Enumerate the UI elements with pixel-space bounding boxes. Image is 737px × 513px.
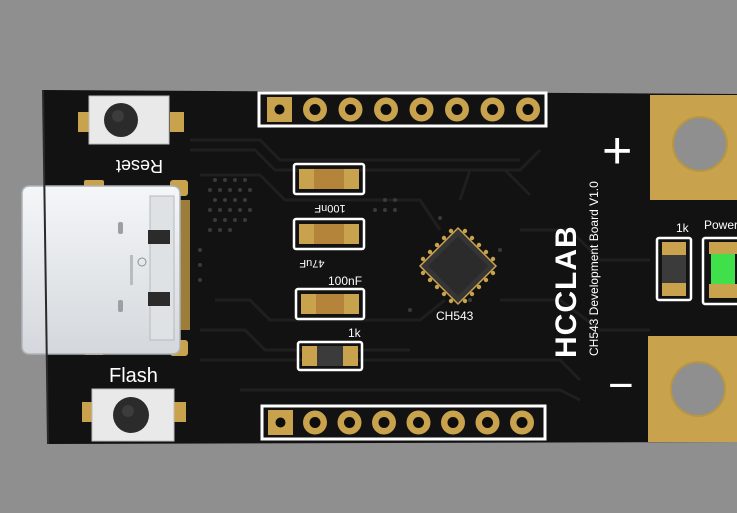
r2-label: 1k (676, 221, 690, 235)
header-pin-hole (516, 417, 528, 428)
header-pin-hole (447, 417, 459, 428)
brand-logo: HCCLAB (550, 225, 583, 358)
resistor-r1 (296, 340, 364, 372)
reset-label: Reset (116, 156, 163, 176)
board-title: CH543 Development Board V1.0 (587, 181, 601, 356)
negative-mark: − (608, 361, 634, 410)
chip-pin (490, 256, 496, 262)
chip-pin (441, 235, 447, 241)
chip-pin (420, 256, 426, 262)
c2-label: 47uF (299, 257, 324, 269)
chip-pin (469, 291, 475, 297)
flash-button[interactable] (82, 388, 186, 442)
reset-button[interactable] (78, 95, 184, 145)
chip-pin (476, 242, 482, 248)
positive-mark: + (602, 122, 632, 180)
header-pin-hole (413, 417, 424, 428)
pcb-board (43, 90, 737, 444)
header-pin-hole (522, 104, 534, 115)
header-pin-hole (309, 104, 321, 115)
copper-traces (190, 138, 650, 402)
negative-power-pad (648, 336, 737, 442)
capacitor-c2 (292, 217, 366, 251)
chip-pin (427, 249, 433, 255)
header-pin-hole (482, 417, 493, 428)
header-pin-hole (416, 104, 427, 115)
chip-pin (448, 228, 454, 234)
bottom-pin-header (260, 404, 547, 441)
positive-power-pad (650, 95, 737, 200)
chip-pin (434, 242, 440, 248)
header-pin-hole (378, 417, 390, 428)
header-pin-hole (309, 417, 321, 428)
chip-pin (441, 291, 447, 297)
header-pin-hole (345, 104, 356, 115)
chip-pin (476, 284, 482, 290)
resistor-r2 (655, 236, 693, 302)
c3-label: 100nF (328, 274, 362, 288)
chip-pin (462, 298, 468, 304)
top-pin-header (257, 91, 548, 128)
header-pin-hole (487, 104, 498, 115)
via-cluster-left (198, 178, 502, 312)
chip-label: CH543 (436, 309, 474, 323)
ch543-chip (418, 226, 498, 306)
r1-label: 1k (348, 326, 362, 340)
c1-label: 100nF (314, 202, 345, 214)
led-label: Power (704, 218, 737, 232)
power-led (701, 236, 737, 306)
header-pin-hole (344, 417, 355, 428)
chip-pin (483, 277, 489, 283)
capacitor-c3 (294, 287, 366, 321)
capacitor-c1 (292, 162, 366, 196)
chip-pin (490, 270, 496, 276)
flash-label: Flash (109, 365, 158, 387)
chip-pin (483, 249, 489, 255)
board-edge (42, 89, 49, 445)
header-pin-hole (451, 104, 463, 115)
chip-pin (462, 228, 468, 234)
usb-c-connector (21, 185, 181, 355)
chip-pin (469, 235, 475, 241)
chip-pin (427, 277, 433, 283)
header-pin-hole (380, 104, 392, 115)
chip-pin (420, 270, 426, 276)
chip-pin (434, 284, 440, 290)
chip-pin (448, 298, 454, 304)
